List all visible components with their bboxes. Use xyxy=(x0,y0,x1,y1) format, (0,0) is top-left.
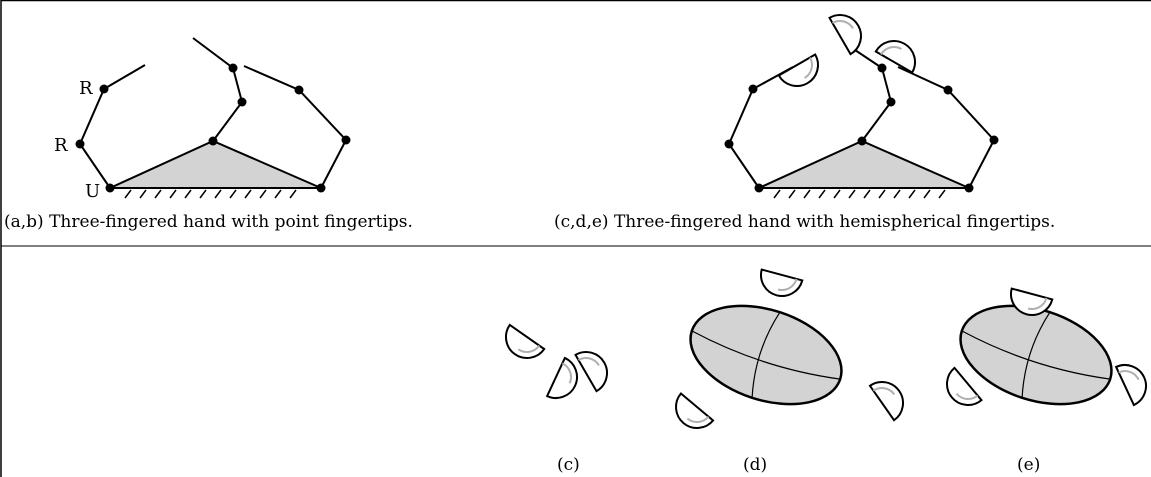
ground-hatching xyxy=(124,189,297,199)
finger-right xyxy=(243,65,348,189)
palm-triangle xyxy=(109,139,322,189)
joint-label-u: U xyxy=(85,181,100,202)
panel-e-fingertips xyxy=(946,287,1147,407)
finger-left xyxy=(78,64,146,189)
fingertip-right xyxy=(874,40,916,74)
panel-e-object xyxy=(959,304,1113,406)
finger-middle xyxy=(192,37,244,142)
fingertip-left xyxy=(777,53,819,87)
panel-d-object xyxy=(689,304,843,406)
panel-d-fingertips xyxy=(675,268,904,429)
panel-label-e: (e) xyxy=(1017,455,1040,475)
panel-c-fingertips xyxy=(505,323,608,399)
joint-label-r-upper: R xyxy=(79,78,93,99)
finger-right-2 xyxy=(897,66,996,189)
ground-hatching-2 xyxy=(773,189,946,199)
finger-left-2 xyxy=(727,66,794,189)
hand-hemispherical-fingertips xyxy=(724,14,999,199)
caption-cde: (c,d,e) Three-fingered hand with hemisph… xyxy=(554,212,1055,232)
joint-dots xyxy=(75,63,351,193)
joint-dots-2 xyxy=(724,63,999,193)
joint-label-r-lower: R xyxy=(54,135,68,156)
caption-ab: (a,b) Three-fingered hand with point fin… xyxy=(4,212,413,232)
panel-label-d: (d) xyxy=(743,455,767,475)
hand-point-fingertips: R R U xyxy=(54,37,351,202)
palm-triangle-2 xyxy=(758,139,970,189)
finger-middle-2 xyxy=(845,43,893,142)
fingertip-middle xyxy=(828,14,862,56)
panel-label-c: (c) xyxy=(557,455,580,475)
